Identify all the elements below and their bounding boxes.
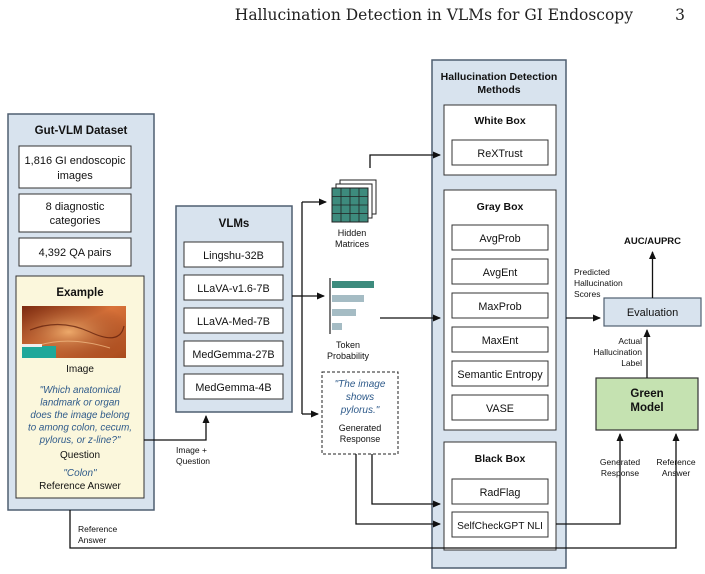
green-model-box	[595, 377, 699, 431]
svg-text:"The image: "The image	[335, 379, 386, 390]
svg-text:pylorus.": pylorus."	[340, 405, 380, 416]
label-actual-1: Actual	[618, 336, 642, 346]
hidden-label-1: Hidden	[338, 228, 367, 238]
green-label-1: Green	[630, 388, 663, 400]
method-rextrust: ReXTrust	[477, 148, 522, 160]
token-label-1: Token	[336, 340, 360, 350]
method-box-vase	[451, 394, 549, 421]
model-medgemma27: MedGemma-27B	[192, 349, 274, 361]
response-label-2: Response	[340, 434, 381, 444]
method-box-radflag	[451, 478, 549, 505]
svg-text:landmark or organ: landmark or organ	[40, 398, 120, 409]
vlms-title: VLMs	[219, 218, 250, 230]
svg-text:does the image belong: does the image belong	[30, 410, 130, 421]
methods-panel: Hallucination Detection Methods White Bo…	[431, 59, 567, 569]
method-box-maxprob	[451, 292, 549, 319]
method-box-avgprob	[451, 224, 549, 251]
label-generated-2: Response	[601, 468, 640, 478]
stat-images-line2: images	[57, 170, 93, 182]
hidden-matrices-icon	[331, 179, 377, 223]
label-generated-1: Generated	[600, 457, 640, 467]
method-box-rextrust	[451, 139, 549, 166]
method-maxprob: MaxProb	[478, 301, 521, 313]
method-box-maxent	[451, 326, 549, 353]
stat-qa: 4,392 QA pairs	[39, 247, 112, 259]
method-semantic-entropy: Semantic Entropy	[457, 369, 543, 381]
method-maxent: MaxEnt	[482, 335, 519, 347]
model-llavamed: LLaVA-Med-7B	[197, 316, 270, 328]
model-box-llava16	[183, 274, 284, 301]
stat-images-line1: 1,816 GI endoscopic	[25, 155, 126, 167]
method-avgprob: AvgProb	[479, 233, 520, 245]
response-quote: "The image shows pylorus."	[335, 379, 386, 416]
methods-title-2: Methods	[477, 84, 520, 96]
label-predicted-1: Predicted	[574, 267, 610, 277]
method-box-selfcheckgpt	[451, 511, 549, 538]
label-actual-3: Label	[621, 358, 642, 368]
hidden-label-2: Matrices	[335, 239, 370, 249]
response-box	[321, 371, 399, 455]
example-question: "Which anatomical landmark or organ does…	[28, 385, 132, 446]
dataset-title: Gut-VLM Dataset	[35, 125, 128, 137]
stat-box-images	[18, 145, 132, 189]
method-radflag: RadFlag	[480, 487, 521, 499]
model-box-medgemma4	[183, 373, 284, 400]
svg-text:to among colon, cecum,: to among colon, cecum,	[28, 423, 132, 434]
token-label-2: Probability	[327, 351, 370, 361]
example-answer: "Colon"	[63, 468, 97, 479]
label-reference-right-2: Answer	[662, 468, 691, 478]
model-medgemma4: MedGemma-4B	[195, 382, 271, 394]
green-label-2: Model	[630, 402, 663, 414]
answer-label: Reference Answer	[39, 481, 121, 492]
label-predicted-2: Hallucination	[574, 278, 623, 288]
stat-box-qa	[18, 237, 132, 267]
black-box-title: Black Box	[475, 453, 526, 465]
svg-text:"Which anatomical: "Which anatomical	[40, 385, 122, 396]
label-reference-right-1: Reference	[656, 457, 695, 467]
label-actual-2: Hallucination	[593, 347, 642, 357]
white-box-title: White Box	[474, 115, 525, 127]
method-vase: VASE	[486, 403, 514, 415]
label-image-question-1: Image +	[176, 445, 207, 455]
method-avgent: AvgEnt	[483, 267, 518, 279]
methods-title-1: Hallucination Detection	[441, 71, 558, 83]
evaluation-label: Evaluation	[627, 307, 678, 319]
example-title: Example	[56, 287, 103, 299]
label-reference-bottom-1: Reference	[78, 524, 117, 534]
model-box-lingshu	[183, 241, 284, 268]
response-label-1: Generated	[339, 423, 382, 433]
model-box-medgemma27	[183, 340, 284, 367]
stat-box-categories	[18, 193, 132, 233]
vlms-panel: VLMs Lingshu-32B LLaVA-v1.6-7B LLaVA-Med…	[175, 205, 293, 413]
svg-text:shows: shows	[346, 392, 374, 403]
stat-categories-line2: categories	[50, 215, 101, 227]
method-box-semantic-entropy	[451, 360, 549, 387]
model-box-llavamed	[183, 307, 284, 334]
flow-arrows	[69, 151, 680, 549]
label-reference-bottom-2: Answer	[78, 535, 107, 545]
page-number: 3	[675, 6, 685, 24]
model-lingshu: Lingshu-32B	[203, 250, 264, 262]
method-box-avgent	[451, 258, 549, 285]
page-header: Hallucination Detection in VLMs for GI E…	[0, 0, 705, 30]
gray-box-title: Gray Box	[477, 201, 524, 213]
method-selfcheckgpt: SelfCheckGPT NLI	[457, 521, 543, 532]
label-image-question-2: Question	[176, 456, 210, 466]
dataset-panel: Gut-VLM Dataset 1,816 GI endoscopic imag…	[7, 113, 155, 511]
token-probability-icon	[329, 278, 374, 334]
endoscopic-image	[22, 306, 126, 358]
label-predicted-3: Scores	[574, 289, 600, 299]
question-label: Question	[60, 450, 100, 461]
running-title: Hallucination Detection in VLMs for GI E…	[234, 6, 633, 24]
svg-text:pylorus, or z-line?": pylorus, or z-line?"	[39, 435, 121, 446]
evaluation-output: AUC/AUPRC	[624, 236, 681, 247]
evaluation-box	[603, 297, 702, 327]
stat-categories-line1: 8 diagnostic	[46, 201, 105, 213]
model-llava16: LLaVA-v1.6-7B	[197, 283, 269, 295]
image-label: Image	[66, 364, 94, 375]
